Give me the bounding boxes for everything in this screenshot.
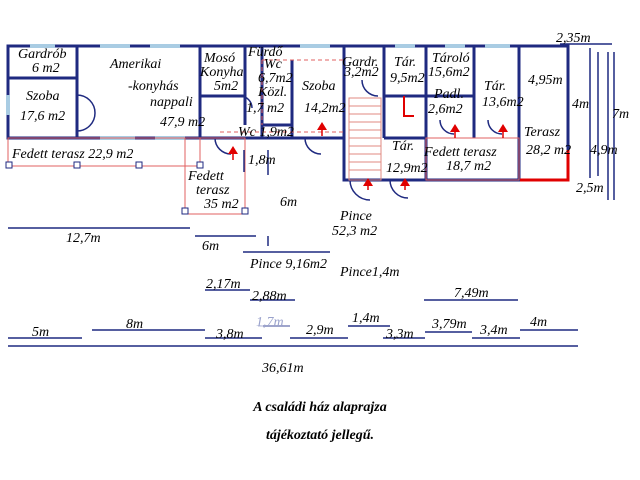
dimension-label: 36,61m bbox=[261, 361, 304, 376]
dimension-labels: 2,35m 4,95m 4m 7m 4,9m 2,5m 1,8m 6m 12,7… bbox=[32, 31, 629, 376]
dimension-label: 12,7m bbox=[66, 231, 101, 246]
room-label: Fedett bbox=[187, 169, 225, 184]
dimension-label: 6m bbox=[202, 239, 219, 254]
room-area: 12,9m2 bbox=[386, 161, 428, 176]
dimension-label: 5m bbox=[32, 325, 49, 340]
dimension-label: 6m bbox=[280, 195, 297, 210]
room-label: Szoba bbox=[302, 79, 335, 94]
room-area: 28,2 m2 bbox=[526, 143, 571, 158]
room-area: 5m2 bbox=[214, 79, 238, 94]
room-label: -konyhás bbox=[128, 79, 179, 94]
room-label: Tár. bbox=[394, 55, 416, 70]
arrow-up-icon bbox=[228, 146, 238, 154]
room-label: Amerikai bbox=[109, 57, 161, 72]
dimension-label: 3,3m bbox=[385, 327, 414, 342]
room-label: Mosó bbox=[203, 51, 235, 66]
caption-line-2: tájékoztató jellegű. bbox=[265, 428, 375, 443]
room-area: 15,6m2 bbox=[428, 65, 470, 80]
room-area: 6 m2 bbox=[32, 61, 60, 76]
room-label: Szoba bbox=[26, 89, 59, 104]
dimension-label: 3,4m bbox=[479, 323, 508, 338]
dashed-partitions bbox=[220, 59, 344, 133]
room-label: nappali bbox=[150, 95, 193, 110]
arrow-up-icon bbox=[400, 178, 410, 186]
covered-terraces bbox=[7, 137, 520, 215]
dimension-label: 2,35m bbox=[556, 31, 591, 46]
room-label: Fürdő bbox=[247, 45, 283, 60]
room-label: Konyha bbox=[199, 65, 244, 80]
room-label: Gardrób bbox=[18, 47, 67, 62]
arrow-up-icon bbox=[317, 122, 327, 130]
dimension-label: 1,8m bbox=[248, 153, 276, 168]
dimension-label: 3,8m bbox=[215, 327, 244, 342]
room-area: 9,5m2 bbox=[390, 71, 425, 86]
dimension-label: 4m bbox=[572, 97, 589, 112]
terrace-outline bbox=[517, 44, 570, 182]
room-area: 6,7m2 bbox=[258, 71, 293, 86]
room-label: Tár. bbox=[484, 79, 506, 94]
room-area: 13,6m2 bbox=[482, 95, 524, 110]
room-area: 17,6 m2 bbox=[20, 109, 65, 124]
room-area: 3,2m2 bbox=[343, 65, 379, 80]
room-area: 52,3 m2 bbox=[332, 224, 377, 239]
room-area: 2,6m2 bbox=[428, 102, 463, 117]
dimension-label: 2,5m bbox=[576, 181, 604, 196]
arrow-up-icon bbox=[363, 178, 373, 186]
room-label: terasz bbox=[196, 183, 230, 198]
caption-line-1: A családi ház alaprajza bbox=[253, 400, 387, 415]
dimension-label: 4m bbox=[530, 315, 547, 330]
room-label: Wc 1,9m2 bbox=[238, 125, 294, 140]
entrance-arrows bbox=[228, 122, 508, 186]
dimension-label: 8m bbox=[126, 317, 143, 332]
room-area: 1,7 m2 bbox=[246, 101, 284, 116]
staircase bbox=[348, 97, 382, 181]
dimension-label: 2,17m bbox=[206, 277, 241, 292]
room-label: Terasz bbox=[524, 125, 561, 140]
room-label: Padl. bbox=[433, 87, 464, 102]
room-labels: Gardrób 6 m2 Szoba 17,6 m2 Amerikai -kon… bbox=[11, 45, 571, 280]
room-label: Közl. bbox=[257, 85, 287, 100]
room-area: 14,2m2 bbox=[304, 101, 346, 116]
terrace-bracket bbox=[520, 150, 570, 182]
room-label: Pince 9,16m2 bbox=[249, 257, 327, 272]
dimension-label: 2,9m bbox=[306, 323, 334, 338]
terrace-posts bbox=[5, 161, 249, 215]
padl-marker bbox=[403, 96, 414, 117]
room-area: 18,7 m2 bbox=[446, 159, 491, 174]
dimension-label: 4,9m bbox=[590, 143, 618, 158]
dimension-label: 3,79m bbox=[431, 317, 467, 332]
room-label: Wc bbox=[264, 57, 283, 72]
room-area: 47,9 m2 bbox=[160, 115, 205, 130]
doors bbox=[76, 79, 503, 201]
arrow-up-icon bbox=[450, 124, 460, 132]
room-label: Tároló bbox=[432, 51, 470, 66]
dimension-label: 7m bbox=[612, 107, 629, 122]
room-area: 35 m2 bbox=[203, 197, 239, 212]
dimension-label: 1,7m bbox=[256, 315, 284, 330]
dimension-label: 4,95m bbox=[528, 73, 563, 88]
dimension-label: 1,4m bbox=[352, 311, 380, 326]
room-label: Gardr. bbox=[342, 55, 378, 70]
room-label: Pince bbox=[339, 209, 372, 224]
dimension-label: 7,49m bbox=[454, 286, 489, 301]
room-label: Fedett terasz 22,9 m2 bbox=[11, 147, 133, 162]
room-label: Fedett terasz bbox=[423, 145, 497, 160]
room-label: Pince1,4m bbox=[339, 265, 399, 280]
arrow-up-icon bbox=[498, 124, 508, 132]
dimension-label: 2,88m bbox=[252, 289, 287, 304]
room-label: Tár. bbox=[392, 139, 414, 154]
dimension-lines bbox=[8, 43, 615, 347]
